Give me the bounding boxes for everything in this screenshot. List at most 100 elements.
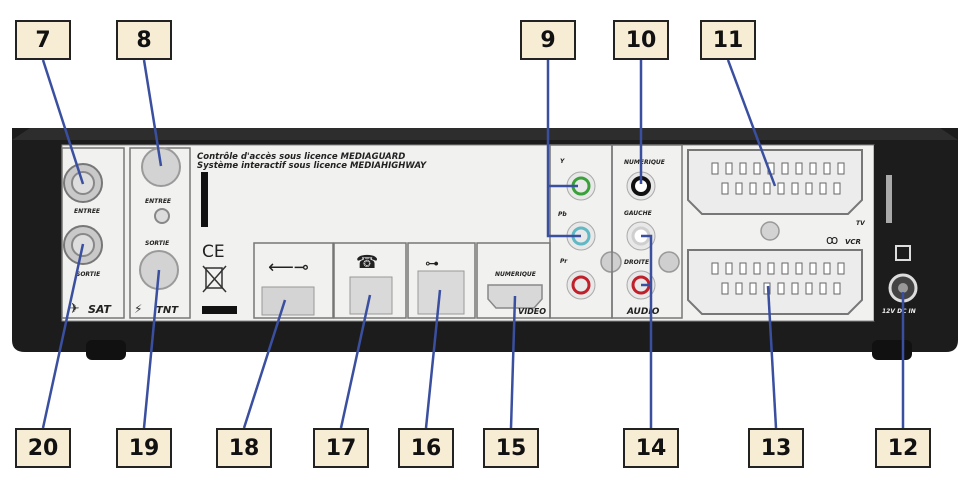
dc-jack-inner bbox=[898, 283, 908, 293]
audio-label: AUDIO bbox=[626, 307, 660, 317]
gauche-label: GAUCHE bbox=[624, 210, 653, 217]
scart-screw bbox=[760, 221, 780, 241]
scart-pin bbox=[791, 182, 799, 195]
scart-tv-port bbox=[687, 149, 863, 215]
tnt-led bbox=[154, 208, 170, 224]
callout-20: 20 bbox=[15, 428, 71, 468]
leader-19 bbox=[142, 269, 161, 429]
weee-bar bbox=[202, 306, 237, 314]
usb-icon: ⟵⊸ bbox=[268, 257, 309, 278]
leader-7 bbox=[41, 59, 85, 185]
callout-14: 14 bbox=[623, 428, 679, 468]
sat-entree-label: ENTREE bbox=[74, 208, 101, 215]
phone-icon: ☎ bbox=[356, 252, 378, 273]
tv-label: TV bbox=[856, 220, 866, 227]
scart-pin bbox=[795, 162, 803, 175]
scart-pin bbox=[749, 282, 757, 295]
leader-8 bbox=[142, 59, 163, 167]
scart-pin bbox=[777, 282, 785, 295]
scart-pin bbox=[721, 182, 729, 195]
sat-sortie-label: SORTIE bbox=[76, 271, 101, 278]
leader-16 bbox=[424, 289, 442, 429]
leader-11 bbox=[726, 59, 777, 187]
usb-section-frame bbox=[253, 242, 334, 319]
scart-pin bbox=[819, 182, 827, 195]
scart-pin bbox=[823, 162, 831, 175]
audio-section-frame bbox=[611, 144, 683, 319]
weee-bin-icon bbox=[202, 265, 227, 293]
leader-9 bbox=[546, 60, 581, 238]
antenna-icon: ⚡ bbox=[134, 302, 142, 316]
callout-19: 19 bbox=[116, 428, 172, 468]
scart-pin bbox=[805, 182, 813, 195]
scart-pin bbox=[753, 162, 761, 175]
callout-17: 17 bbox=[313, 428, 369, 468]
callout-16: 16 bbox=[398, 428, 454, 468]
scart-pin bbox=[819, 282, 827, 295]
scart-pin bbox=[725, 262, 733, 275]
scart-pin bbox=[777, 182, 785, 195]
callout-11: 11 bbox=[700, 20, 756, 60]
callout-10: 10 bbox=[613, 20, 669, 60]
hdmi-numerique-label: NUMERIQUE bbox=[495, 271, 537, 278]
tnt-input-connector bbox=[141, 147, 181, 187]
scart-pin bbox=[833, 182, 841, 195]
ce-mark: CE bbox=[202, 242, 225, 262]
callout-15: 15 bbox=[483, 428, 539, 468]
screw-right bbox=[658, 251, 680, 273]
power-bar bbox=[886, 175, 892, 223]
chassis-top-edge bbox=[12, 128, 958, 140]
scart-pin bbox=[749, 182, 757, 195]
scart-pin bbox=[721, 282, 729, 295]
scart-pin bbox=[809, 162, 817, 175]
droite-label: DROITE bbox=[624, 259, 650, 266]
licence-text-line-2: Système interactif sous licence MEDIAHIG… bbox=[197, 160, 427, 171]
callout-9: 9 bbox=[520, 20, 576, 60]
black-bar-left bbox=[201, 172, 208, 227]
ethernet-section-frame bbox=[407, 242, 476, 319]
licence-text-line-1: Contrôle d'accès sous licence MEDIAGUARD bbox=[197, 151, 405, 162]
tnt-entree-label: ENTREE bbox=[145, 198, 172, 205]
scart-pin bbox=[753, 262, 761, 275]
network-icon: ⊶ bbox=[425, 256, 439, 272]
vcr-label: VCR bbox=[845, 238, 861, 246]
scart-pin bbox=[837, 262, 845, 275]
scart-vcr-port bbox=[687, 249, 863, 315]
callout-12: 12 bbox=[875, 428, 931, 468]
scart-pin bbox=[805, 282, 813, 295]
leader-17 bbox=[339, 294, 372, 429]
scart-pin bbox=[791, 282, 799, 295]
leader-18 bbox=[242, 299, 287, 429]
power-symbol bbox=[895, 245, 911, 261]
scart-pin bbox=[735, 182, 743, 195]
scart-pin bbox=[823, 262, 831, 275]
video-label: VIDEO bbox=[518, 307, 546, 316]
leader-lines bbox=[41, 59, 905, 429]
scart-pin bbox=[809, 262, 817, 275]
sat-label: SAT bbox=[88, 303, 112, 316]
scart-pin bbox=[833, 282, 841, 295]
phone-section-frame bbox=[333, 242, 407, 319]
callout-18: 18 bbox=[216, 428, 272, 468]
callout-13: 13 bbox=[748, 428, 804, 468]
dc-in-label: 12V DC IN bbox=[882, 308, 916, 315]
scart-pin bbox=[739, 262, 747, 275]
leader-15 bbox=[509, 295, 517, 429]
scart-pin bbox=[735, 282, 743, 295]
scart-pin bbox=[725, 162, 733, 175]
scart-pin bbox=[837, 162, 845, 175]
tnt-sortie-label: SORTIE bbox=[145, 240, 170, 247]
audio-numerique-label: NUMERIQUE bbox=[624, 159, 666, 166]
leader-14 bbox=[641, 234, 653, 428]
scart-pin bbox=[711, 262, 719, 275]
usb-port bbox=[261, 286, 315, 316]
rca-pr-red bbox=[566, 270, 596, 300]
callout-7: 7 bbox=[15, 20, 71, 60]
satellite-dish-icon: ✈ bbox=[68, 301, 80, 317]
screw-left bbox=[600, 251, 622, 273]
scart-pin bbox=[795, 262, 803, 275]
scart-pin bbox=[711, 162, 719, 175]
scart-pin bbox=[781, 162, 789, 175]
scart-pin bbox=[763, 182, 771, 195]
